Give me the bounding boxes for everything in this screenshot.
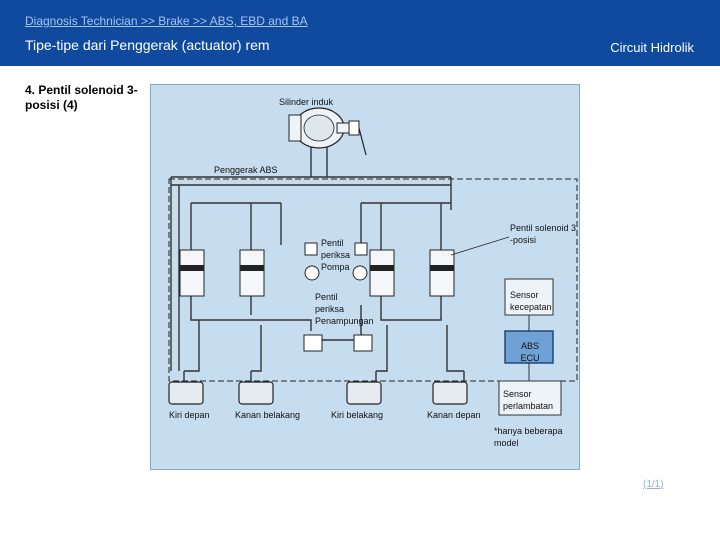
circuit-drawing (168, 107, 578, 416)
wheel-cylinder-front-left-icon (168, 381, 204, 405)
speed-sensor-label: Sensor kecepatan (510, 290, 552, 312)
reservoir-right-icon (353, 334, 373, 352)
wheel-label-rear-left: Kiri belakang (331, 410, 384, 420)
wheel-cylinder-rear-right-icon (238, 381, 274, 405)
wheel-label-front-left: Kiri depan (169, 410, 210, 420)
pump-motor-icon (352, 265, 368, 281)
breadcrumb[interactable]: Diagnosis Technician >> Brake >> ABS, EB… (25, 14, 308, 28)
header-bar: Diagnosis Technician >> Brake >> ABS, EB… (0, 0, 720, 66)
wheel-label-rear-right: Kanan belakang (235, 410, 301, 420)
wheel-cylinder-rear-left-icon (346, 381, 382, 405)
solenoid-valves (179, 249, 455, 297)
solenoid-valve-1-icon (179, 249, 205, 297)
abs-ecu-label: ABS ECU (520, 341, 540, 363)
master-cylinder-label: Silinder induk (279, 97, 334, 107)
page-title: Tipe-tipe dari Penggerak (actuator) rem (25, 37, 270, 53)
actuator-boundary (168, 178, 578, 382)
master-cylinder-icon (288, 107, 367, 156)
model-note: *hanya beberapa model (494, 426, 563, 448)
solenoid-valve-label: Pentil solenoid 3 -posisi (510, 223, 577, 245)
wheel-label-front-right: Kanan depan (427, 410, 481, 420)
pump-check-valve-label: Pentil periksa Pompa (321, 238, 351, 272)
reservoir-check-valve-label: Pentil periksa Penampungan (315, 292, 374, 326)
reservoir-left-icon (303, 334, 323, 352)
hydraulic-lines (170, 147, 465, 382)
pump-icon (304, 265, 320, 281)
page-indicator-link[interactable]: (1/1) (643, 479, 664, 490)
abs-actuator-label: Penggerak ABS (214, 165, 278, 175)
solenoid-valve-3-icon (369, 249, 395, 297)
wheel-cylinder-front-right-icon (432, 381, 468, 405)
decel-sensor-box (498, 380, 562, 416)
speed-sensor-box (504, 278, 554, 316)
section-subtitle: Circuit Hidrolik (610, 40, 694, 55)
hydraulic-circuit-diagram: Silinder induk Penggerak ABS Pentil sole… (150, 84, 580, 470)
solenoid-valve-4-icon (429, 249, 455, 297)
decel-sensor-label: Sensor perlambatan (503, 389, 554, 411)
solenoid-valve-2-icon (239, 249, 265, 297)
topic-heading: 4. Pentil solenoid 3-posisi (4) (25, 83, 138, 112)
check-valve-right-icon (354, 242, 368, 256)
check-valve-left-icon (304, 242, 318, 256)
